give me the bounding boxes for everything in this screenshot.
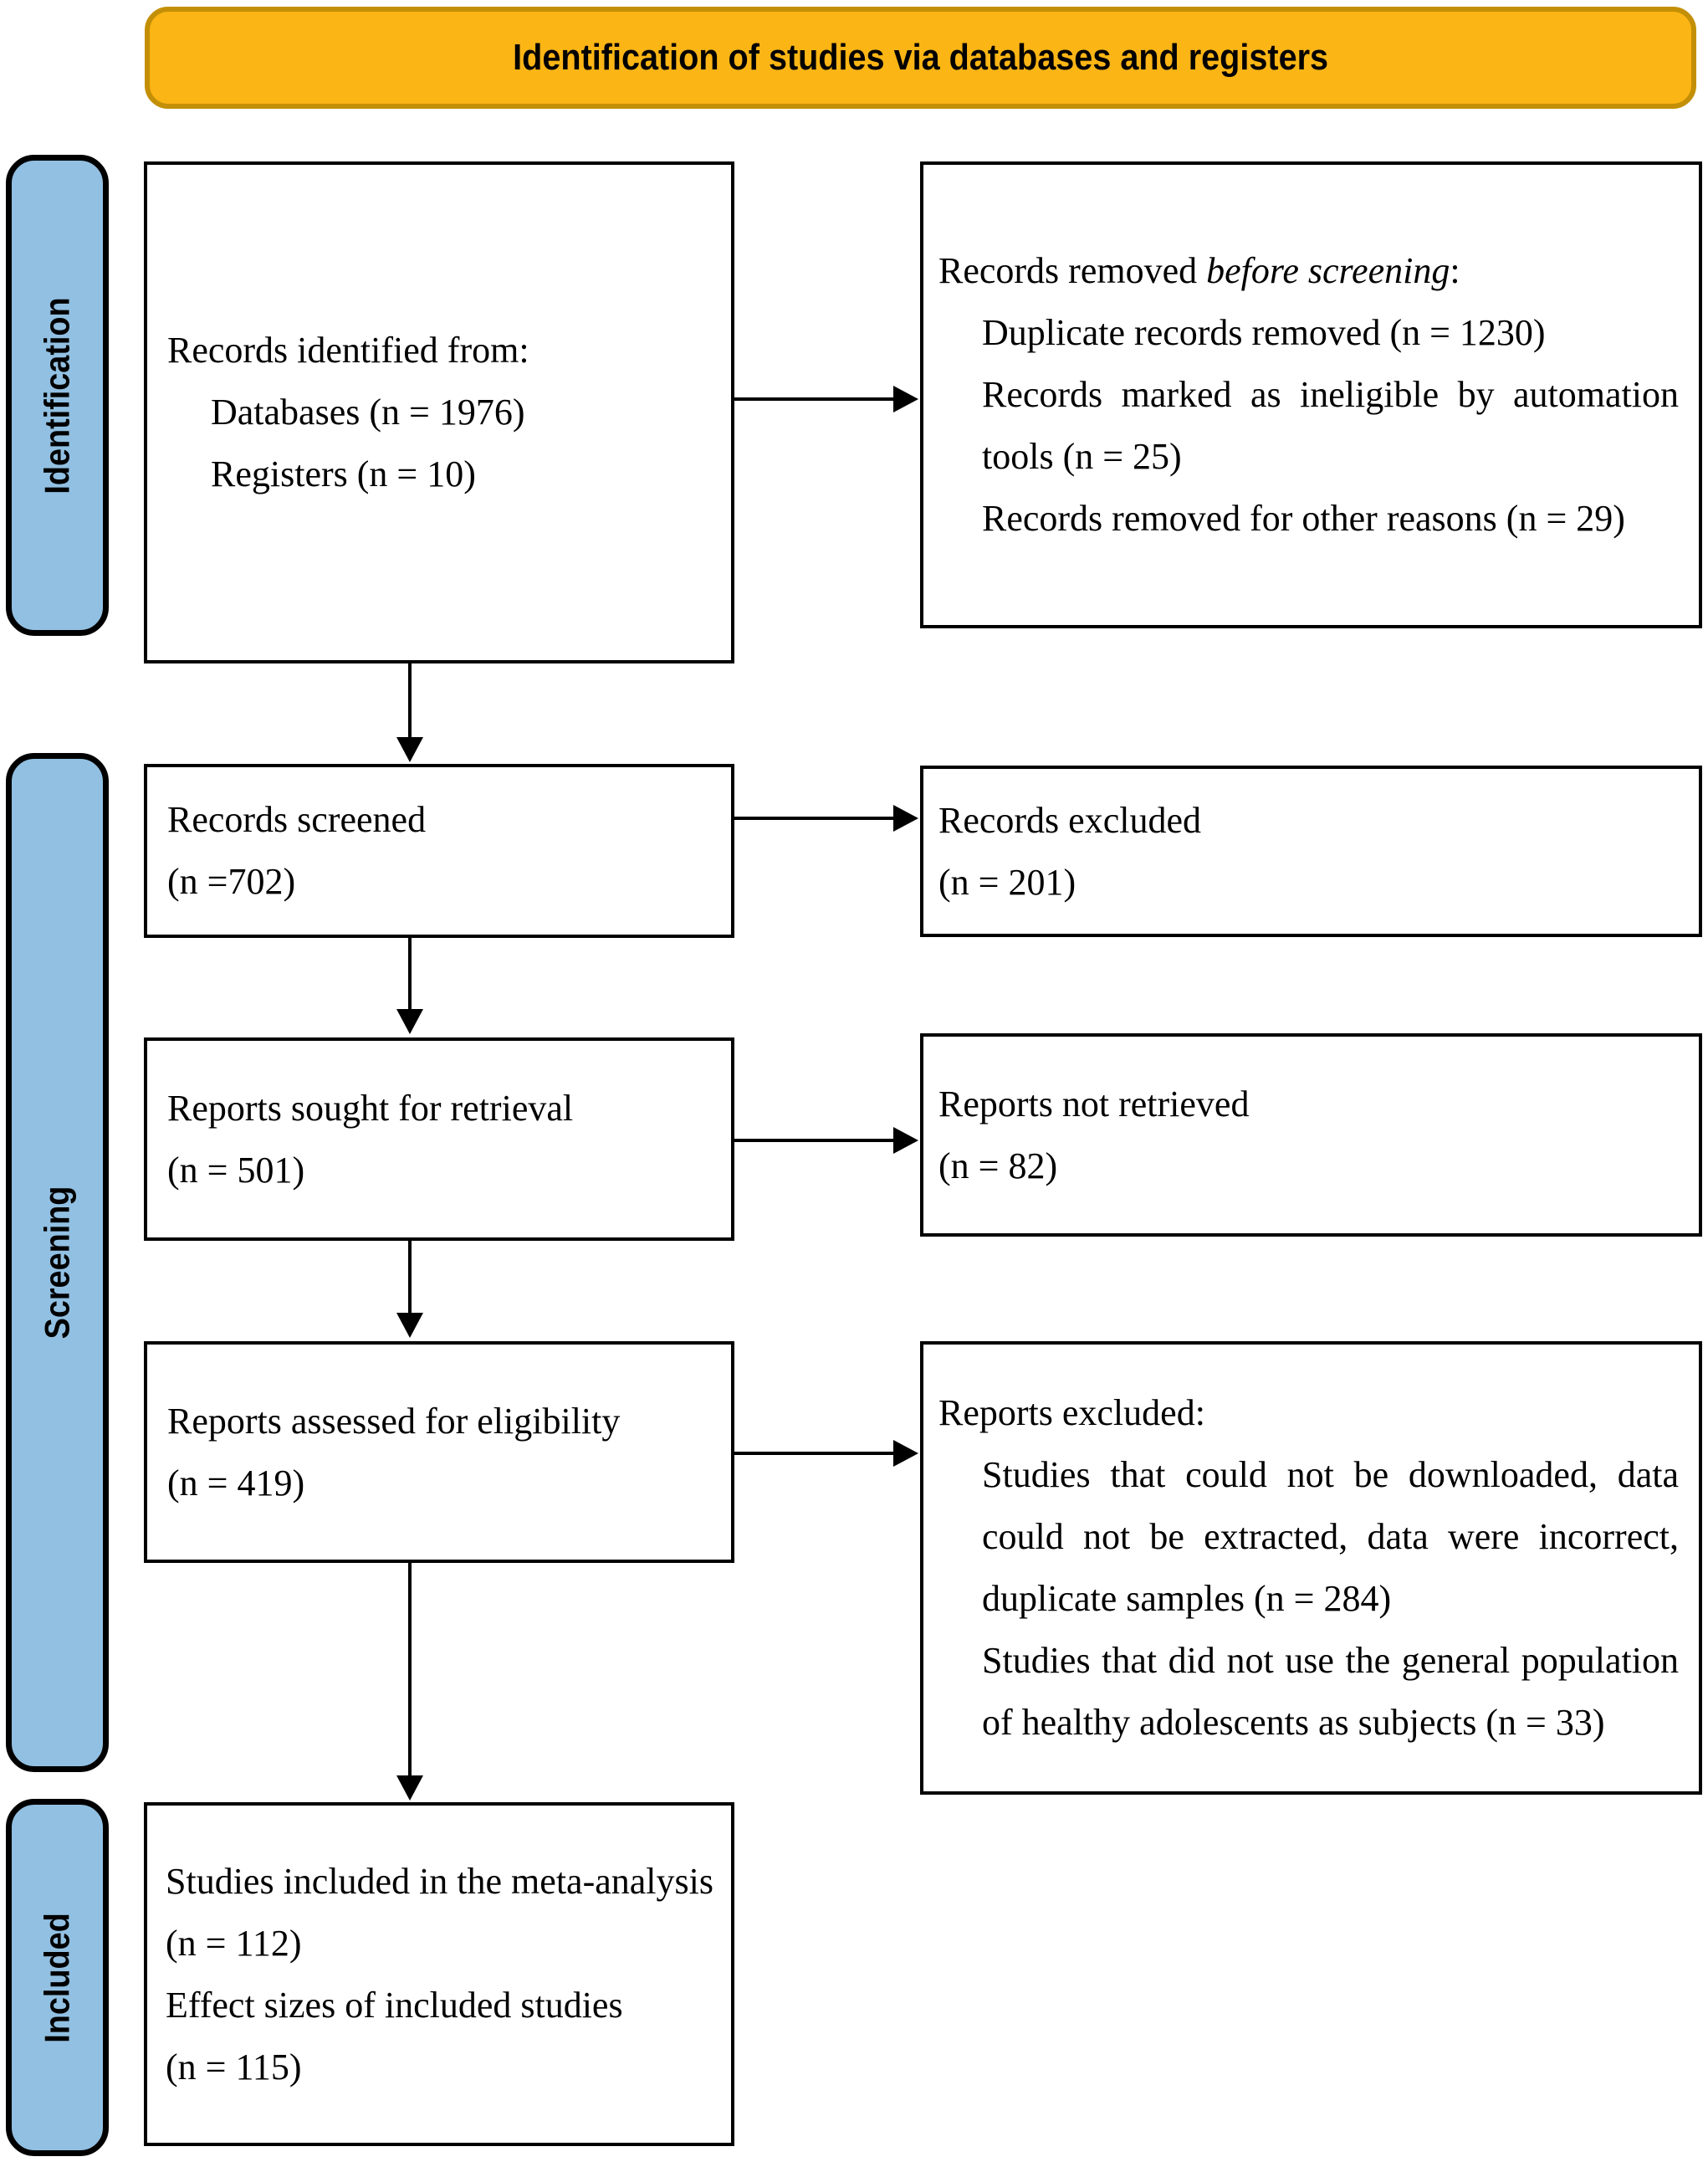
sidebar-label-included: Included (37, 1912, 77, 2043)
box-reports-assessed-label: Reports assessed for eligibility (167, 1400, 621, 1442)
sidebar-included: Included (6, 1799, 109, 2156)
sidebar-screening: Screening (6, 753, 109, 1772)
heading-italic-part: before screening (1206, 250, 1450, 291)
box-records-identified-item: Registers (n = 10) (211, 453, 476, 494)
box-records-screened-count: (n =702) (167, 861, 296, 902)
arrow-stem (408, 1241, 412, 1313)
arrow-stem (734, 397, 893, 401)
box-reports-not-retrieved-label: Reports not retrieved (938, 1083, 1250, 1124)
box-reports-assessed: Reports assessed for eligibility (n = 41… (144, 1341, 734, 1563)
box-records-screened: Records screened (n =702) (144, 764, 734, 938)
box-records-identified-item: Databases (n = 1976) (211, 392, 525, 433)
box-reports-sought-count: (n = 501) (167, 1149, 305, 1191)
box-studies-included-count: (n = 112) (166, 1922, 302, 1964)
box-effect-sizes-label: Effect sizes of included studies (166, 1984, 623, 2026)
arrow-stem (734, 1139, 893, 1142)
box-records-removed-item: Records marked as ineligible by automati… (982, 374, 1679, 477)
arrow-head-right-icon (893, 1127, 918, 1154)
box-studies-included: Studies included in the meta-analysis (n… (144, 1802, 734, 2146)
box-records-screened-label: Records screened (167, 799, 427, 840)
arrow-stem (408, 663, 412, 737)
box-records-removed-item: Records removed for other reasons (n = 2… (982, 498, 1625, 539)
box-reports-excluded-item: Studies that did not use the general pop… (982, 1640, 1679, 1743)
box-records-removed-heading: Records removed before screening: (938, 250, 1460, 291)
sidebar-label-identification: Identification (37, 296, 77, 494)
box-reports-not-retrieved-count: (n = 82) (938, 1145, 1058, 1186)
box-reports-excluded-item: Studies that could not be downloaded, da… (982, 1454, 1679, 1619)
box-reports-excluded: Reports excluded: Studies that could not… (920, 1341, 1702, 1795)
box-reports-sought: Reports sought for retrieval (n = 501) (144, 1037, 734, 1241)
arrow-stem (734, 817, 893, 820)
box-reports-assessed-count: (n = 419) (167, 1462, 305, 1504)
box-effect-sizes-count: (n = 115) (166, 2046, 302, 2088)
box-records-excluded-count: (n = 201) (938, 861, 1076, 903)
sidebar-identification: Identification (6, 155, 109, 636)
arrow-head-down-icon (396, 1775, 423, 1801)
arrow-head-down-icon (396, 1313, 423, 1338)
arrow-stem (408, 938, 412, 1009)
box-records-identified-heading: Records identified from: (167, 330, 529, 371)
box-reports-excluded-heading: Reports excluded: (938, 1392, 1205, 1433)
box-studies-included-label: Studies included in the meta-analysis (166, 1860, 713, 1902)
box-records-identified: Records identified from: Databases (n = … (144, 161, 734, 663)
arrow-head-down-icon (396, 1009, 423, 1034)
sidebar-label-screening: Screening (37, 1186, 77, 1340)
box-records-excluded: Records excluded (n = 201) (920, 766, 1702, 937)
box-records-excluded-label: Records excluded (938, 799, 1201, 841)
arrow-stem (408, 1563, 412, 1775)
box-reports-sought-label: Reports sought for retrieval (167, 1087, 574, 1129)
arrow-head-right-icon (893, 386, 918, 412)
arrow-head-right-icon (893, 1440, 918, 1467)
arrow-head-right-icon (893, 805, 918, 832)
box-reports-not-retrieved: Reports not retrieved (n = 82) (920, 1033, 1702, 1237)
box-records-removed: Records removed before screening: Duplic… (920, 161, 1702, 628)
arrow-stem (734, 1452, 893, 1455)
arrow-head-down-icon (396, 737, 423, 762)
box-records-removed-item: Duplicate records removed (n = 1230) (982, 312, 1546, 353)
banner-title: Identification of studies via databases … (513, 37, 1328, 78)
banner: Identification of studies via databases … (145, 7, 1696, 109)
